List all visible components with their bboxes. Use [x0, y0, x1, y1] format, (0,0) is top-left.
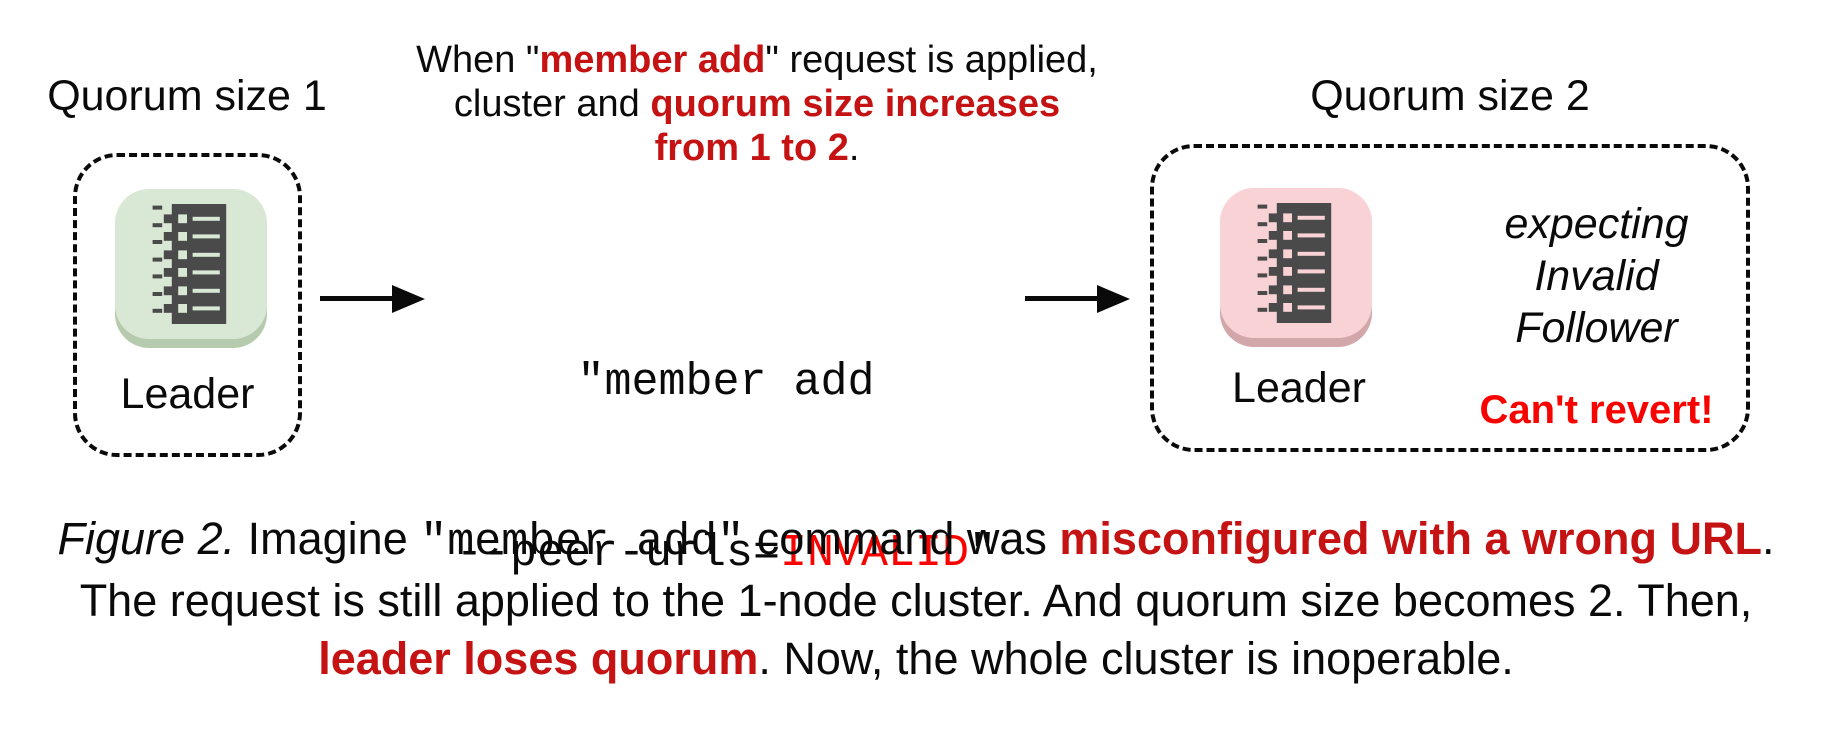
annotation-line-1: When "member add" request is applied,	[416, 39, 1098, 81]
figure-number-label: Figure 2.	[57, 513, 236, 564]
command-line-1: "member add	[577, 357, 875, 408]
cant-revert-warning: Can't revert!	[1479, 388, 1714, 432]
annotation-line-3: from 1 to 2.	[654, 127, 860, 169]
leader-node-pink	[1220, 188, 1372, 338]
right-cluster-title: Quorum size 2	[1310, 72, 1590, 120]
misconfigured-highlight: misconfigured with a wrong URL	[1059, 513, 1762, 564]
ledger-icon	[152, 204, 227, 324]
caption-line-3: leader loses quorum. Now, the whole clus…	[318, 633, 1514, 684]
caption-line-1: Figure 2. Imagine "member add" command w…	[57, 513, 1775, 568]
member-add-command: "member add --peer-urls=INVALID"	[406, 240, 1046, 696]
caption-line-2: The request is still applied to the 1-no…	[79, 575, 1753, 626]
member-add-code: "member add"	[420, 517, 745, 568]
expecting-follower-note: expecting Invalid Follower	[1504, 200, 1689, 352]
from-1-to-2-highlight: from 1 to 2	[654, 127, 849, 169]
leader-node-green	[115, 189, 267, 339]
quorum-increase-highlight: quorum size increases	[650, 83, 1061, 125]
member-add-highlight: member add	[539, 39, 766, 81]
left-cluster-title: Quorum size 1	[47, 72, 327, 120]
loses-quorum-highlight: leader loses quorum	[318, 633, 759, 684]
invalid-url-value: INVALID	[780, 528, 970, 579]
figure-caption: Figure 2. Imagine "member add" command w…	[0, 510, 1832, 688]
right-cluster-boundary: Leader expecting Invalid Follower Can't …	[1150, 144, 1750, 452]
left-cluster-boundary: Leader	[73, 153, 302, 457]
member-add-annotation: When "member add" request is applied, cl…	[397, 38, 1117, 170]
right-leader-label: Leader	[1232, 364, 1366, 412]
ledger-icon	[1257, 203, 1332, 323]
command-line-2: --peer-urls=INVALID"	[455, 528, 997, 579]
left-leader-label: Leader	[120, 370, 255, 418]
annotation-line-2: cluster and quorum size increases	[453, 83, 1061, 125]
